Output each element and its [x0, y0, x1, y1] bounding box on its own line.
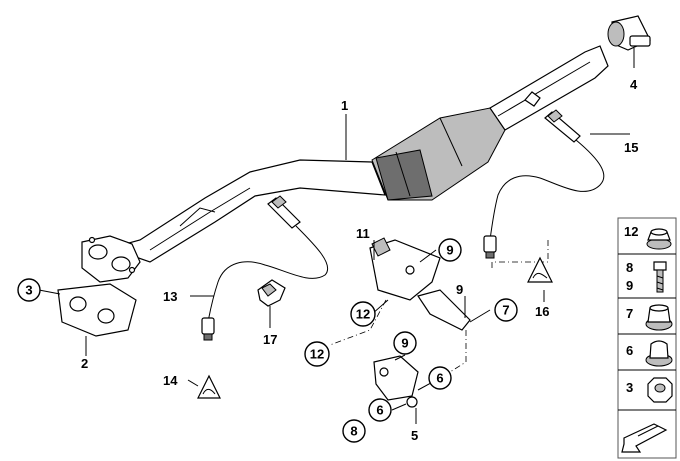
svg-text:7: 7: [502, 303, 509, 318]
legend-label-3: 3: [626, 380, 633, 395]
collar-nut-icon: [645, 304, 673, 331]
exhaust-pipe-assembly: [81, 45, 609, 283]
svg-text:12: 12: [356, 307, 370, 322]
pipe-clamp: [607, 15, 651, 68]
caution-triangle-icon: [527, 256, 553, 283]
callout-bubble-9: 9: [438, 238, 462, 262]
assembly-line-c: [491, 240, 549, 270]
callout-bubble-9: 9: [393, 331, 417, 355]
callout-17: 17: [263, 332, 277, 347]
hex-flange-nut-icon: [646, 228, 672, 250]
svg-text:3: 3: [25, 283, 32, 298]
leader-lines: [38, 114, 630, 424]
callout-bubble-3: 3: [17, 278, 41, 302]
oxygen-sensor-front: [201, 195, 329, 341]
fastener-legend-panel: 12 8 9 7 6 3: [617, 217, 677, 459]
flange-gasket: [57, 283, 137, 337]
callout-16: 16: [535, 304, 549, 319]
legend-label-9: 9: [626, 278, 633, 293]
oxygen-sensor-rear: [483, 109, 605, 259]
callout-5: 5: [411, 428, 418, 443]
svg-text:8: 8: [350, 424, 357, 439]
arrow-icon: [621, 423, 668, 453]
svg-text:6: 6: [436, 371, 443, 386]
legend-label-6: 6: [626, 343, 633, 358]
callout-bubble-12: 12: [350, 301, 376, 327]
svg-text:6: 6: [376, 403, 383, 418]
legend-label-7: 7: [626, 306, 633, 321]
svg-text:9: 9: [401, 336, 408, 351]
rubber-mount-icon: [645, 340, 673, 367]
hex-bolt-icon: [653, 261, 667, 293]
svg-text:12: 12: [310, 347, 324, 362]
assembly-line-b: [449, 330, 467, 373]
callout-13: 13: [163, 289, 177, 304]
callout-1: 1: [341, 98, 348, 113]
callout-14: 14: [163, 373, 178, 388]
callout-10: 9: [456, 282, 463, 297]
callout-4: 4: [630, 77, 638, 92]
callout-bubble-12: 12: [304, 341, 330, 367]
cable-clip: [257, 279, 286, 328]
callout-bubble-6: 6: [428, 366, 452, 390]
hex-nut-icon: [647, 377, 673, 403]
caution-triangle-icon: [197, 374, 221, 399]
legend-label-8: 8: [626, 260, 633, 275]
callout-15: 15: [624, 140, 638, 155]
bracket-lower: [373, 355, 419, 408]
callout-bubble-8: 8: [342, 419, 366, 443]
legend-label-12: 12: [624, 224, 638, 239]
svg-text:9: 9: [446, 243, 453, 258]
callout-2: 2: [81, 356, 88, 371]
callout-bubble-6: 6: [368, 398, 392, 422]
callout-bubble-7: 7: [494, 298, 518, 322]
callout-11: 11: [356, 226, 370, 241]
bracket-upper: [369, 237, 471, 331]
